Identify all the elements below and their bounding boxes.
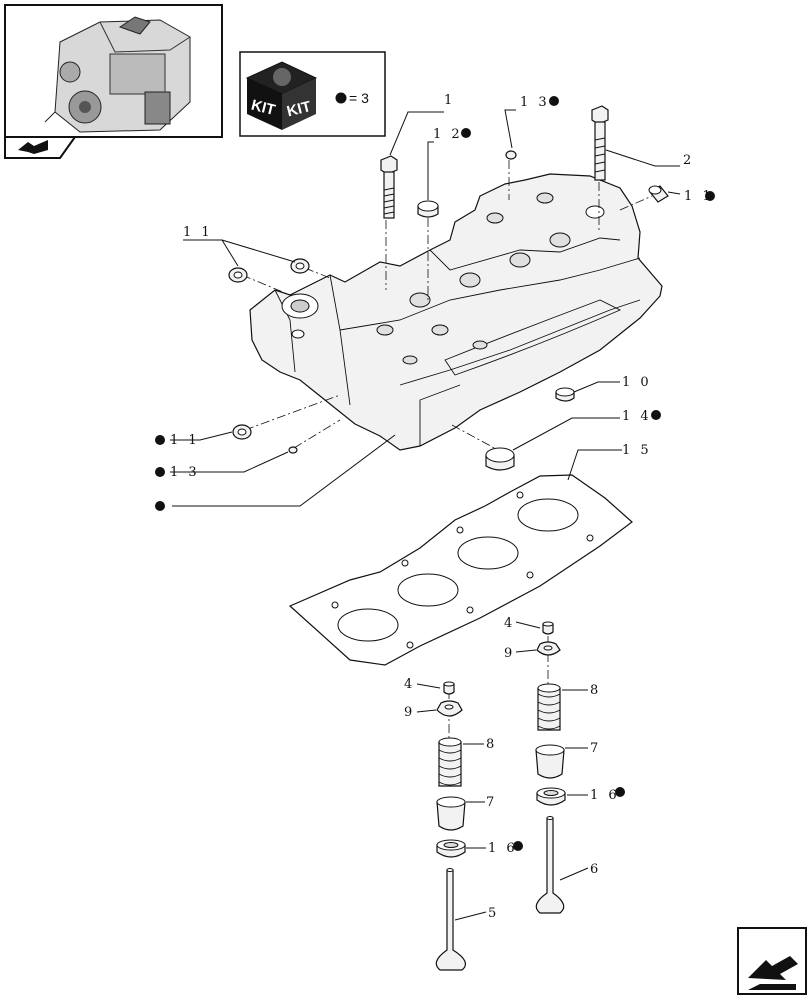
kit-marker-16-left <box>513 841 523 851</box>
callout-11-right: 1 1 <box>684 189 714 204</box>
callout-4-right: 4 <box>504 616 515 631</box>
engine-thumbnail[interactable] <box>4 4 223 159</box>
callout-13-bottom: 1 3 <box>170 465 200 480</box>
callout-11-left: 1 1 <box>183 225 213 240</box>
callout-10: 1 0 <box>622 375 652 390</box>
kit-markers <box>155 96 715 851</box>
nav-forward-icon <box>748 956 798 990</box>
callout-14: 1 4 <box>622 409 652 424</box>
pin-13-bottom <box>288 446 298 454</box>
kit-marker-head <box>155 501 165 511</box>
kit-marker-12 <box>461 128 471 138</box>
plug-12 <box>417 200 439 218</box>
head-gasket <box>288 474 633 666</box>
seal-11-top-right <box>648 185 669 203</box>
leader-lines <box>170 109 681 921</box>
callout-9-right: 9 <box>504 646 515 661</box>
callouts: 1 2 1 3 1 2 1 1 1 1 1 1 1 3 1 0 1 4 1 5 … <box>170 93 714 921</box>
callout-4-left: 4 <box>404 677 415 692</box>
callout-16-right: 1 6 <box>590 788 620 803</box>
callout-2: 2 <box>683 153 694 168</box>
kit-marker-14 <box>651 410 661 420</box>
kit-marker-13-top <box>549 96 559 106</box>
kit-legend: KIT KIT = 3 <box>239 51 386 137</box>
valve-assembly-left <box>435 681 467 971</box>
seal-11-left-a <box>228 267 248 283</box>
kit-marker-11-bottom <box>155 435 165 445</box>
seal-11-bottom <box>232 424 252 440</box>
kit-marker-11-right <box>705 191 715 201</box>
callout-15: 1 5 <box>622 443 652 458</box>
bolt-2 <box>591 105 609 181</box>
valve-assembly-right <box>535 621 566 914</box>
callout-16-left: 1 6 <box>488 841 518 856</box>
nav-forward-button[interactable] <box>737 927 807 995</box>
plug-10 <box>555 387 575 402</box>
cylinder-head <box>249 173 663 451</box>
kit-marker <box>335 92 347 104</box>
callout-8-left: 8 <box>486 737 497 752</box>
callout-9-left: 9 <box>404 705 415 720</box>
kit-marker-16-right <box>615 787 625 797</box>
pin-13-top <box>505 150 517 160</box>
kit-marker-13-bottom <box>155 467 165 477</box>
seal-11-left-b <box>290 258 310 274</box>
kit-label-left: KIT <box>249 97 277 119</box>
callout-12: 1 2 <box>433 127 463 142</box>
bolt-1 <box>380 155 398 219</box>
callout-7-left: 7 <box>486 795 497 810</box>
plug-14 <box>485 447 515 471</box>
callout-5: 5 <box>488 906 499 921</box>
kit-equals-text: = 3 <box>349 90 369 106</box>
callout-7-right: 7 <box>590 741 601 756</box>
callout-11-bottom: 1 1 <box>170 433 200 448</box>
callout-8-right: 8 <box>590 683 601 698</box>
kit-label-right: KIT <box>285 98 313 120</box>
callout-13-top: 1 3 <box>520 95 550 110</box>
kit-box-icon: KIT KIT <box>245 61 318 130</box>
callout-6: 6 <box>590 862 601 877</box>
nav-back-icon[interactable] <box>18 140 48 154</box>
callout-1: 1 <box>444 93 455 108</box>
